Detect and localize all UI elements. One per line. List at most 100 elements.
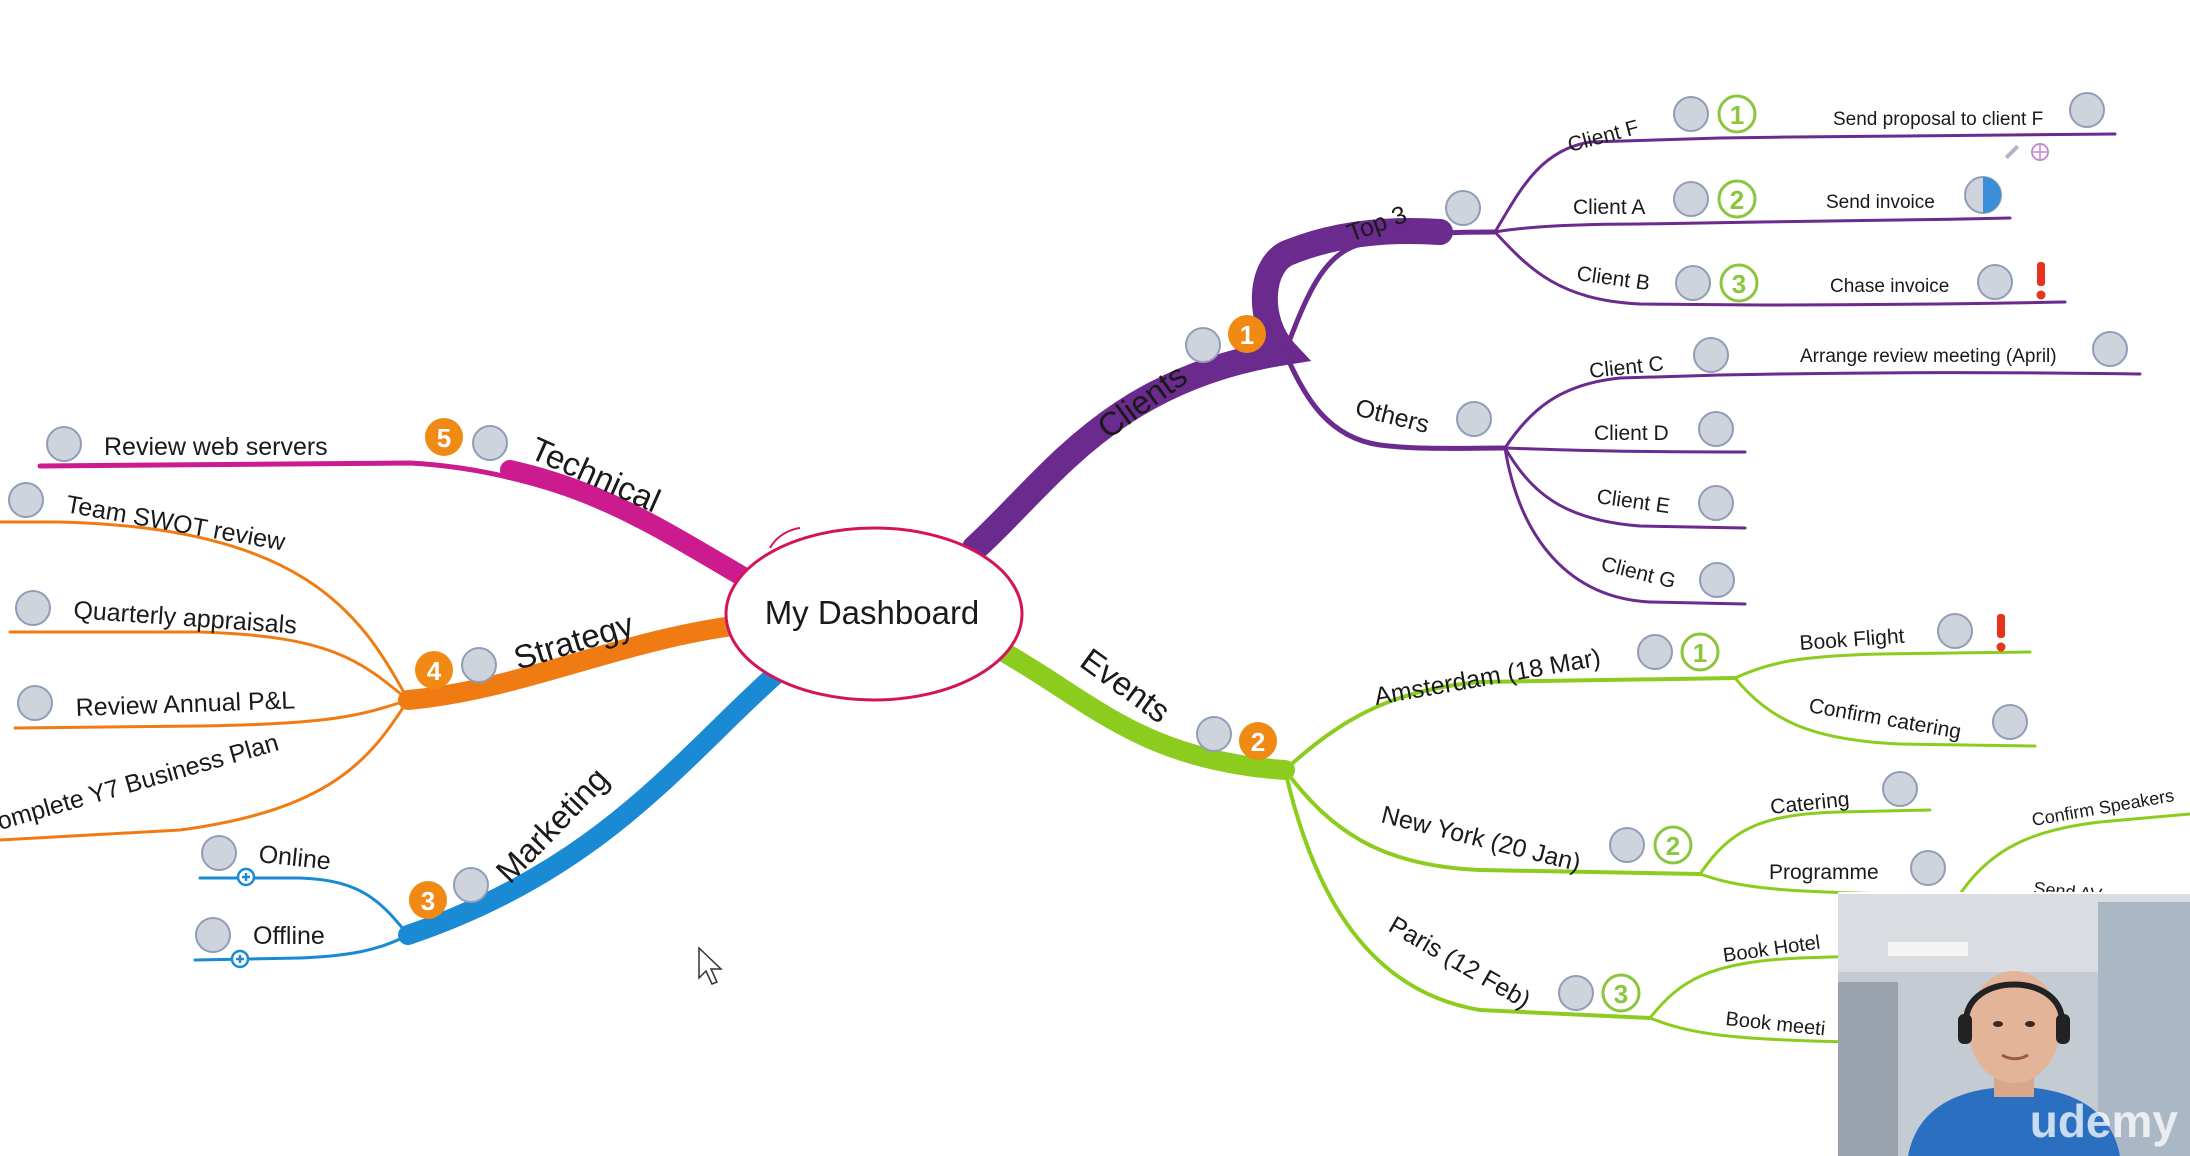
expand-icon-offline[interactable] — [230, 949, 250, 969]
udemy-watermark: udemy — [2030, 1095, 2179, 1147]
link-paris — [1283, 768, 1652, 1020]
branch-strategy-line — [398, 615, 750, 710]
progress-icon-others — [1456, 401, 1492, 437]
cursor-icon — [698, 946, 723, 985]
progress-icon-marketing — [453, 867, 489, 903]
progress-icon-client-g — [1699, 562, 1735, 598]
svg-text:2: 2 — [1666, 831, 1680, 861]
edit-icon[interactable] — [2004, 144, 2020, 160]
topic-client-e[interactable]: Client E — [1595, 485, 1671, 518]
task-review-annual-pl[interactable]: Review Annual P&L — [75, 686, 296, 722]
task-book-hotel[interactable]: Book Hotel — [1722, 932, 1822, 967]
link-confirm-catering — [1733, 676, 2037, 748]
svg-text:3: 3 — [1732, 269, 1746, 299]
task-arrange-review[interactable]: Arrange review meeting (April) — [1800, 346, 2057, 367]
progress-icon-confirm-catering — [1992, 704, 2028, 740]
progress-icon-send-proposal — [2069, 92, 2105, 128]
alert-icons — [1996, 262, 2046, 652]
topic-amsterdam[interactable]: Amsterdam (18 Mar) — [1372, 644, 1603, 711]
link-business-plan — [0, 698, 410, 842]
task-programme[interactable]: Programme — [1769, 861, 1879, 884]
branch-label-clients[interactable]: Clients — [1090, 356, 1193, 445]
task-send-invoice[interactable]: Send invoice — [1826, 192, 1935, 213]
link-online — [198, 876, 410, 937]
link-client-b — [1493, 230, 2067, 307]
alert-icon-chase-invoice — [2036, 262, 2046, 300]
progress-icon-client-b — [1675, 265, 1711, 301]
priority-badge-events: 2 — [1239, 722, 1277, 760]
priority-badge-clients: 1 — [1228, 315, 1266, 353]
expand-icon-online[interactable] — [236, 867, 256, 887]
progress-icon-technical — [472, 425, 508, 461]
link-annual-pl — [13, 698, 410, 730]
central-topic-label: My Dashboard — [765, 594, 980, 631]
ceiling-light-icon — [1888, 942, 1968, 956]
topic-online[interactable]: Online — [257, 840, 332, 875]
topic-client-b[interactable]: Client B — [1575, 262, 1651, 295]
branch-events-line — [990, 640, 1295, 780]
progress-icon-top3 — [1445, 190, 1481, 226]
link-book-hotel — [1648, 954, 1862, 1020]
link-offline — [193, 933, 410, 962]
task-book-meeting[interactable]: Book meeti — [1724, 1008, 1826, 1040]
link-amsterdam — [1283, 676, 1737, 772]
priority-badge-strategy: 4 — [415, 651, 453, 689]
topic-client-g[interactable]: Client G — [1599, 553, 1678, 594]
rank-badge-amsterdam: 1 — [1680, 632, 1720, 672]
svg-text:2: 2 — [1730, 185, 1744, 215]
link-client-d — [1503, 446, 1747, 454]
progress-icon-strategy — [461, 647, 497, 683]
task-book-flight[interactable]: Book Flight — [1799, 625, 1906, 655]
topic-paris[interactable]: Paris (12 Feb) — [1384, 911, 1535, 1014]
presenter-face — [1968, 971, 2060, 1083]
globe-icon[interactable] — [2031, 143, 2049, 161]
progress-icon-client-d — [1698, 411, 1734, 447]
task-send-proposal[interactable]: Send proposal to client F — [1833, 109, 2043, 130]
svg-text:1: 1 — [1693, 638, 1707, 668]
link-client-e — [1503, 446, 1747, 530]
connectors — [0, 132, 2190, 1044]
webcam-scene: udemy — [1838, 892, 2190, 1156]
task-catering[interactable]: Catering — [1769, 788, 1850, 819]
link-catering — [1698, 808, 1932, 876]
progress-icon-events — [1196, 716, 1232, 752]
progress-icon-amsterdam — [1637, 634, 1673, 670]
topic-newyork[interactable]: New York (20 Jan) — [1379, 801, 1584, 878]
central-topic[interactable]: My Dashboard — [724, 526, 1024, 702]
branch-clients-trunk — [966, 343, 1294, 557]
link-client-a — [1493, 216, 2012, 234]
progress-icon-review-web-servers — [46, 426, 82, 462]
topic-others[interactable]: Others — [1353, 394, 1433, 439]
rank-badges: 1 2 3 1 2 3 — [1601, 94, 1759, 1013]
task-review-web-servers[interactable]: Review web servers — [104, 433, 328, 461]
rank-badge-client-f: 1 — [1717, 94, 1757, 134]
progress-icon-newyork — [1609, 827, 1645, 863]
topic-offline[interactable]: Offline — [253, 922, 325, 950]
branch-technical-line — [500, 460, 755, 588]
headset-icon — [1963, 981, 2065, 1023]
svg-text:3: 3 — [1614, 979, 1628, 1009]
progress-icon-clients — [1185, 327, 1221, 363]
progress-markers[interactable] — [8, 92, 2128, 1011]
progress-icon-online — [201, 835, 237, 871]
topic-client-a[interactable]: Client A — [1573, 196, 1645, 219]
rank-badge-newyork: 2 — [1653, 825, 1693, 865]
task-team-swot[interactable]: Team SWOT review — [64, 490, 288, 556]
presenter-shirt — [1908, 1087, 2120, 1156]
priority-badge-technical: 5 — [425, 418, 463, 456]
svg-text:4: 4 — [427, 656, 442, 686]
progress-icon-catering — [1882, 771, 1918, 807]
topic-client-f[interactable]: Client F — [1565, 116, 1641, 157]
link-team-swot — [0, 520, 410, 702]
progress-icon-book-flight — [1937, 613, 1973, 649]
progress-half-icon[interactable] — [1964, 176, 2002, 214]
progress-icon-chase-invoice — [1977, 264, 2013, 300]
branch-marketing-line — [398, 665, 785, 945]
link-client-g — [1503, 446, 1747, 606]
rank-badge-paris: 3 — [1601, 973, 1641, 1013]
task-chase-invoice[interactable]: Chase invoice — [1830, 276, 1949, 297]
topic-client-d[interactable]: Client D — [1594, 422, 1669, 445]
progress-icon-programme — [1910, 850, 1946, 886]
